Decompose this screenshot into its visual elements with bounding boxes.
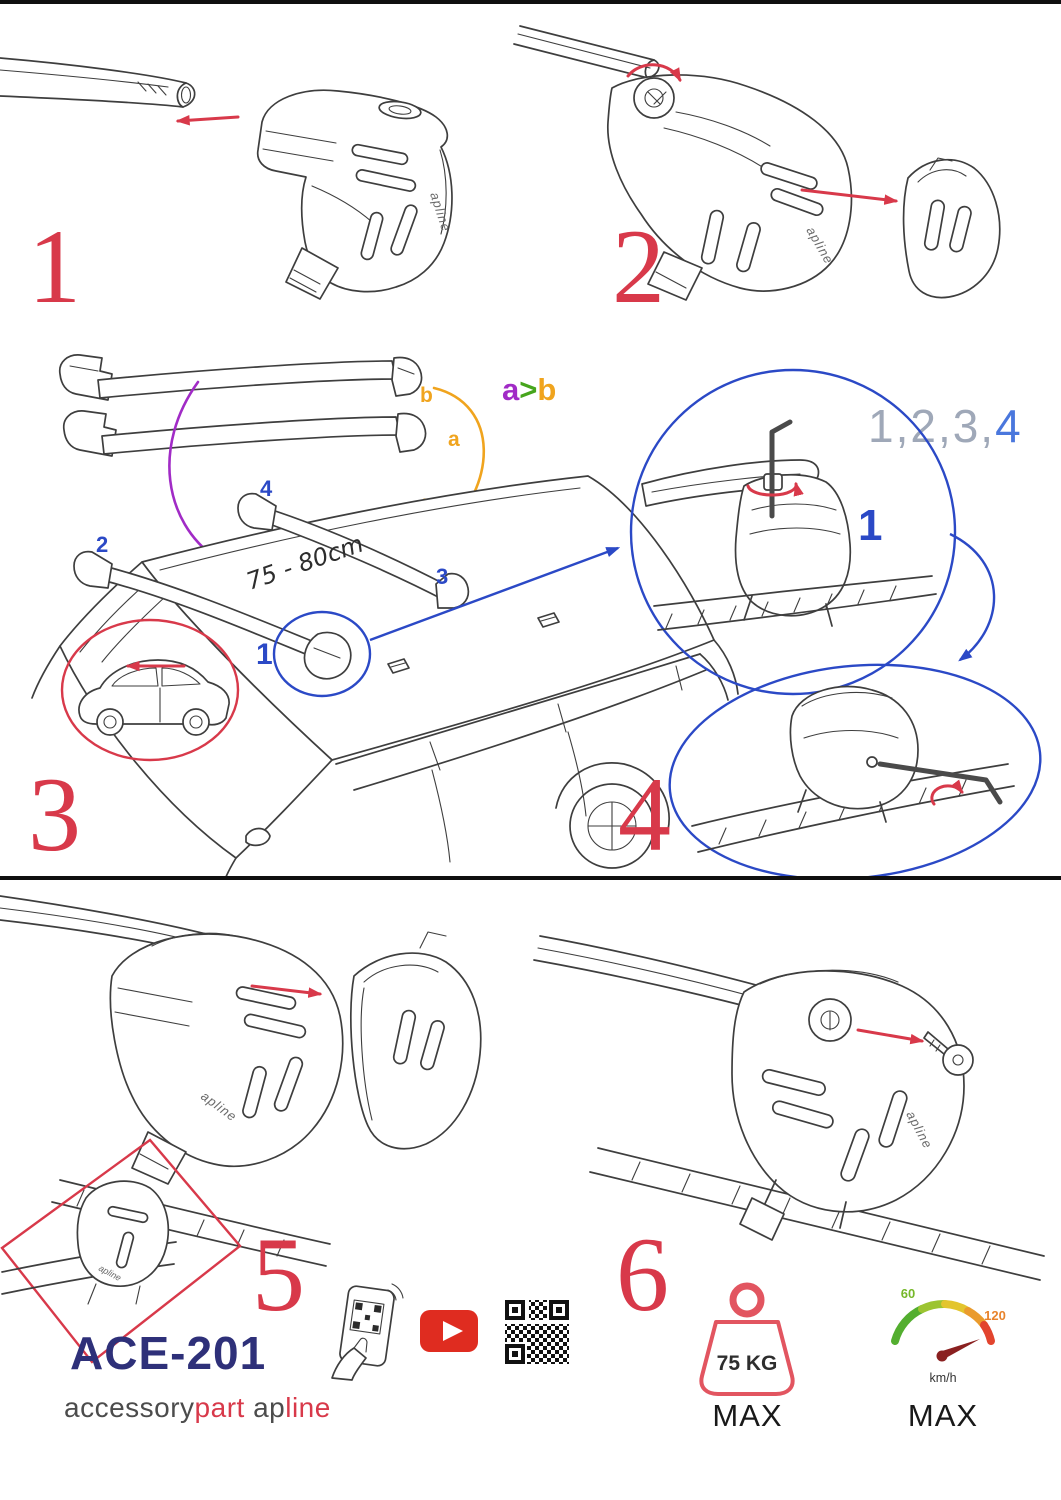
- mount-foot-step2-drawing: apline: [513, 25, 853, 301]
- cover-step5-drawing: [350, 931, 482, 1150]
- brand-wordmark: accessorypart apline: [64, 1392, 331, 1424]
- cover-attach-arrow: [250, 984, 323, 998]
- speed-unit: km/h: [929, 1371, 956, 1385]
- step-3-number: 3: [28, 756, 81, 873]
- step-2-number: 2: [612, 208, 665, 325]
- brand-ap: ap: [253, 1392, 286, 1423]
- brand-part: part: [194, 1392, 245, 1423]
- sequence-gray: 1,2,3,: [868, 400, 995, 452]
- position-3: 3: [436, 564, 448, 589]
- allen-key-side-drawing: [877, 761, 1003, 805]
- speed-needle: [939, 1339, 980, 1359]
- crossbar-a-drawing: [62, 410, 427, 457]
- max-load-label: MAX: [712, 1398, 783, 1433]
- mount-foot-step1-drawing: apline: [256, 89, 454, 300]
- max-load-icon: 75 KG: [699, 1282, 795, 1396]
- qr-finder-tr: [549, 1300, 569, 1320]
- mount-foot-step5-drawing: apline: [0, 895, 344, 1267]
- mount-foot-step6-drawing: apline: [533, 935, 1045, 1281]
- position-4: 4: [260, 476, 273, 501]
- cover-arrow: [800, 188, 899, 205]
- compare-gt: >: [519, 372, 537, 407]
- allen-key-drawing: [769, 419, 793, 519]
- install-sequence: 1,2,3,4: [868, 400, 1023, 452]
- qr-code: [503, 1298, 571, 1366]
- cover-drawing: [902, 157, 1001, 299]
- product-model: ACE-201: [70, 1327, 267, 1379]
- youtube-icon: [420, 1310, 478, 1352]
- hand: [331, 1347, 367, 1381]
- crossbar-b-drawing: [58, 354, 423, 401]
- speed-low-tick: 60: [901, 1286, 915, 1301]
- step-4-number: 4: [618, 756, 671, 873]
- steps-5-6-illustration: apline apline 5: [0, 895, 1045, 1364]
- crossbar-end-drawing: [0, 57, 196, 108]
- rotate-arrow: [626, 63, 682, 83]
- qr-finder-tl: [505, 1300, 525, 1320]
- label-bar-b: b: [420, 384, 433, 407]
- sequence-blue: 4: [995, 400, 1023, 452]
- step-6-number: 6: [616, 1216, 669, 1333]
- brand-line: line: [285, 1392, 331, 1423]
- position-1: 1: [256, 638, 273, 671]
- speed-high-tick: 120: [984, 1308, 1006, 1323]
- compare-b: b: [537, 372, 556, 407]
- phone-qr-pattern: [352, 1302, 382, 1332]
- foot-focus-circle: [272, 610, 372, 698]
- label-bar-a: a: [448, 428, 460, 451]
- detail-step-number: 1: [858, 501, 882, 550]
- tighten-rotation-arrow: [746, 481, 804, 497]
- key-arrow: [856, 1028, 925, 1045]
- assembled-foot-inset: apline: [0, 1138, 242, 1364]
- steps-3-4-illustration: b a a>b 1,2,3,4 a b: [28, 354, 1042, 876]
- side-rotation-arrow: [930, 779, 964, 806]
- step-5-number: 5: [252, 1216, 305, 1333]
- max-load-value: 75 KG: [717, 1352, 778, 1375]
- steps-1-2-illustration: apline 1 apline: [0, 25, 1001, 325]
- order-comparison: a>b: [502, 372, 556, 407]
- tighten-side-detail: [668, 663, 1042, 876]
- insert-arrow: [175, 114, 240, 126]
- detail-connector: [949, 532, 996, 662]
- car-front-indicator: [60, 618, 240, 762]
- position-2: 2: [96, 532, 108, 557]
- qr-finder-bl: [505, 1344, 525, 1364]
- step-1-number: 1: [28, 208, 81, 325]
- brand-accessory: accessory: [64, 1392, 195, 1423]
- max-speed-icon: 60 120 km/h: [891, 1286, 1006, 1385]
- scan-waves: [387, 1283, 404, 1301]
- divider: [0, 876, 1061, 880]
- key-icon: [923, 1031, 974, 1076]
- tighten-top-detail: 1: [629, 368, 957, 696]
- bar-a-position-arrow: [168, 380, 218, 560]
- divider: [0, 0, 1061, 4]
- play-icon: [443, 1321, 463, 1341]
- detail-pointer-arrow: [369, 546, 621, 642]
- scan-phone-icon: [331, 1283, 404, 1381]
- compare-a: a: [502, 372, 520, 407]
- max-speed-label: MAX: [907, 1398, 979, 1433]
